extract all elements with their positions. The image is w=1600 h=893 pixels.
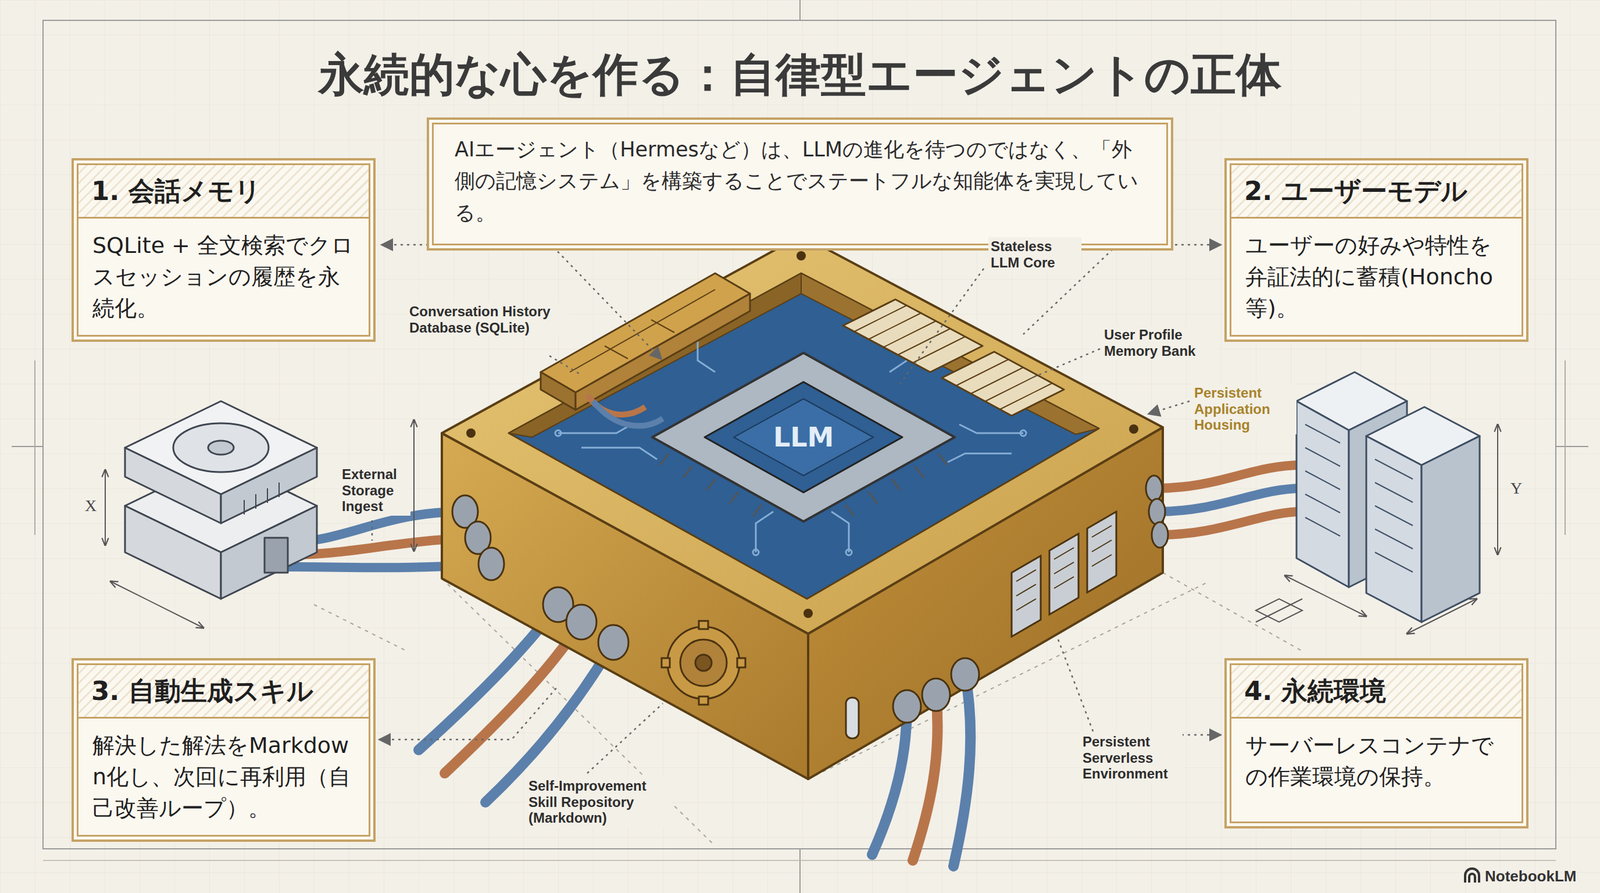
title: 永続的な心を作る：自律型エージェントの正体: [318, 47, 1282, 103]
callout-box: 2. ユーザーモデルユーザーの好みや特性を弁証法的に蓄積(Honcho等)。: [1224, 158, 1529, 342]
part-label: Persistent Serverless Environment: [1080, 732, 1183, 784]
callout-box: 1. 会話メモリSQLite + 全文検索でクロスセッションの履歴を永続化。: [71, 158, 376, 342]
server-towers: [1296, 372, 1480, 623]
callout-body: ユーザーの好みや特性を弁証法的に蓄積(Honcho等)。: [1226, 218, 1527, 340]
part-label: External Storage Ingest: [339, 465, 411, 516]
part-label: Conversation History Database (SQLite): [406, 302, 570, 337]
callout-body: サーバーレスコンテナでの作業環境の保持。: [1226, 718, 1527, 809]
part-label: Persistent Application Housing: [1191, 383, 1297, 435]
watermark: NotebookLM: [1482, 866, 1579, 887]
dimension-letter: Y: [1508, 477, 1525, 499]
callout-heading: 1. 会話メモリ: [78, 165, 369, 219]
part-label: User Profile Memory Bank: [1101, 325, 1219, 360]
storage-drive: [125, 401, 317, 599]
callout-box: 3. 自動生成スキル解決した解法をMarkdown化し、次回に再利用（自己改善ル…: [71, 658, 376, 842]
chip-label: LLM: [773, 421, 834, 453]
wall-fittings: [452, 475, 1169, 739]
callout-heading: 3. 自動生成スキル: [78, 665, 369, 719]
llm-chip: [652, 352, 955, 522]
callout-heading: 2. ユーザーモデル: [1231, 165, 1522, 219]
summary-text: AIエージェント（Hermesなど）は、LLMの進化を待つのではなく、「外側の記…: [429, 119, 1171, 244]
callout-body: SQLite + 全文検索でクロスセッションの履歴を永続化。: [73, 218, 374, 340]
part-label: Stateless LLM Core: [988, 237, 1082, 272]
callout-body: 解決した解法をMarkdown化し、次回に再利用（自己改善ループ）。: [73, 718, 374, 840]
callout-heading: 4. 永続環境: [1231, 665, 1522, 719]
part-label: Self-Improvement Skill Repository (Markd…: [526, 776, 672, 828]
callout-box: 4. 永続環境サーバーレスコンテナでの作業環境の保持。: [1224, 658, 1529, 829]
dimension-lines: [105, 419, 1498, 634]
leader-lines: [372, 244, 1221, 774]
summary-box: AIエージェント（Hermesなど）は、LLMの進化を待つのではなく、「外側の記…: [426, 117, 1174, 251]
dimension-letter: X: [82, 495, 99, 517]
notebooklm-icon: [1465, 868, 1480, 883]
